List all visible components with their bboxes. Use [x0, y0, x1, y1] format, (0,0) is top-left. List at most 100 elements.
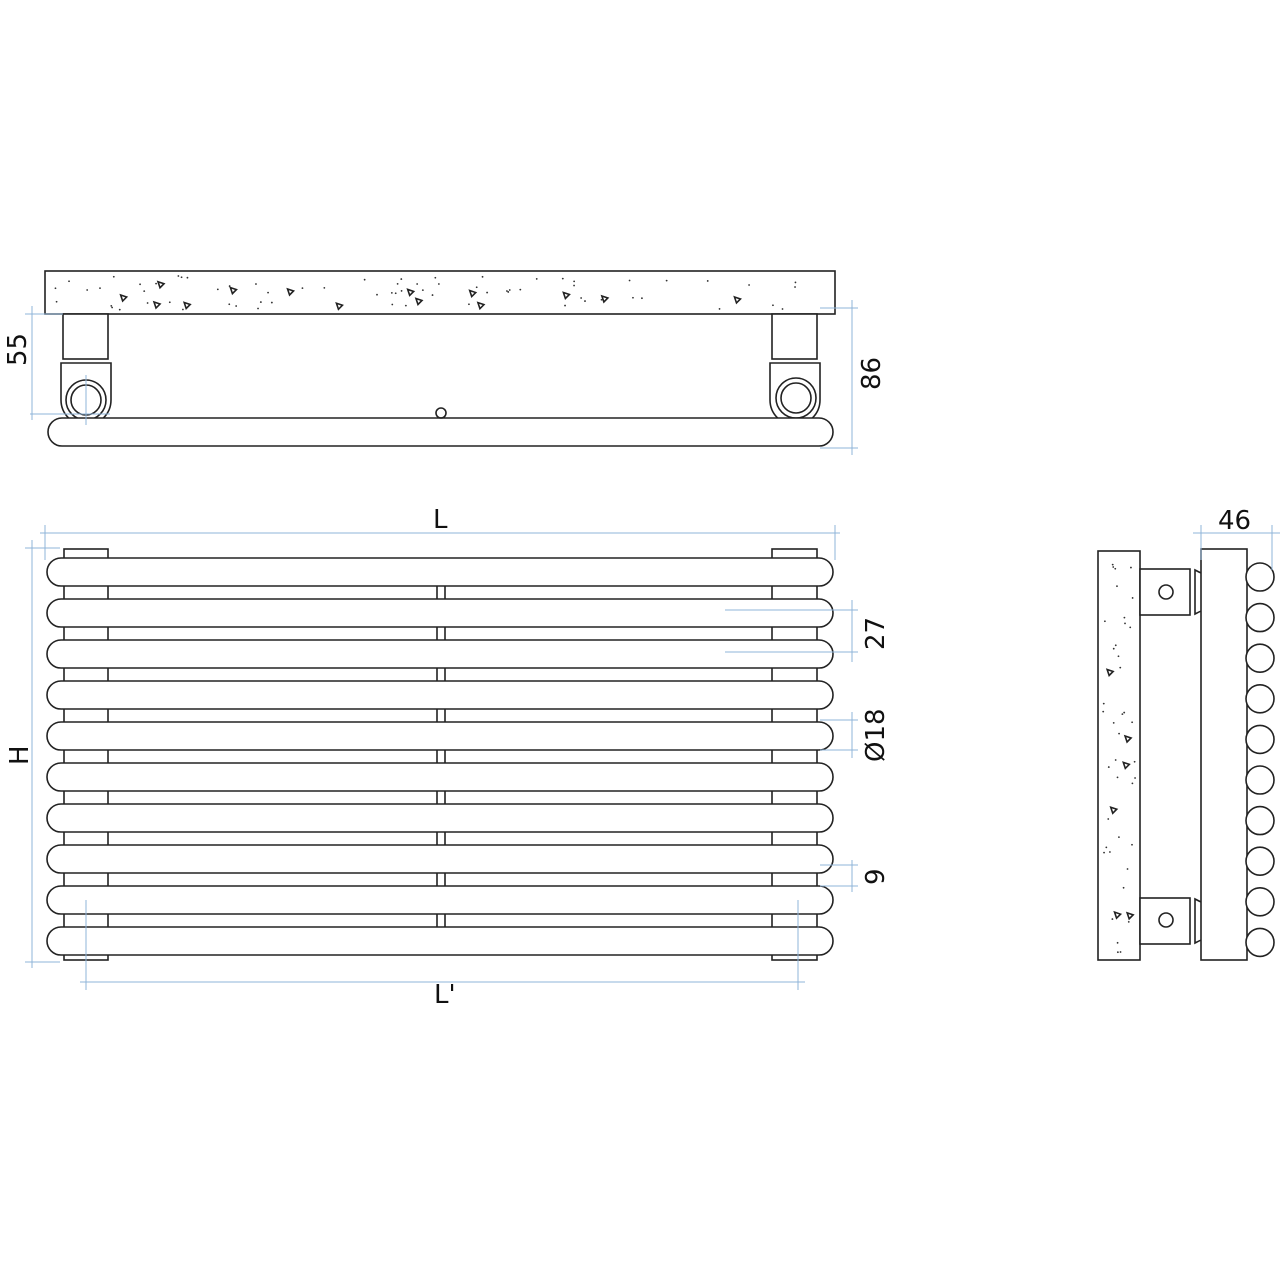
tube-section [1245, 683, 1275, 714]
speckle [1114, 644, 1117, 647]
speckle [628, 279, 631, 282]
aggregate [119, 293, 129, 303]
aggregate [1122, 761, 1131, 770]
aggregate [335, 301, 344, 311]
speckle [431, 294, 434, 296]
speckle [1118, 836, 1120, 839]
speckle [573, 280, 576, 283]
speckle [143, 290, 146, 293]
speckle [1118, 732, 1120, 735]
speckle [718, 308, 721, 310]
tube [46, 721, 834, 751]
speckle [1133, 760, 1136, 763]
speckle [235, 305, 238, 307]
speckle [505, 290, 508, 292]
dim-9: 9 [861, 868, 891, 885]
dim-L: L [433, 505, 448, 535]
speckle [259, 301, 262, 303]
dim-46: 46 [1218, 506, 1251, 536]
speckle [267, 291, 269, 294]
speckle [1112, 647, 1115, 650]
speckle [301, 287, 304, 290]
aggregate [468, 289, 478, 299]
tube-section [1245, 724, 1275, 755]
speckle [400, 290, 403, 292]
speckle [1129, 626, 1132, 629]
tube [46, 639, 834, 669]
tube-section [1245, 927, 1275, 958]
tube-section [1245, 643, 1275, 674]
tube-section [1245, 805, 1275, 836]
speckle [1126, 868, 1129, 870]
speckle [1117, 655, 1120, 658]
wall-texture [54, 275, 797, 311]
speckle [1131, 721, 1134, 724]
speckle [118, 308, 121, 311]
speckle [1111, 563, 1114, 566]
speckle [1121, 713, 1124, 716]
wall-slab-side [1097, 550, 1141, 961]
speckle [519, 288, 522, 291]
wall-texture-side [1102, 563, 1136, 954]
speckle [1116, 585, 1118, 588]
speckle [475, 286, 478, 289]
speckle [1127, 921, 1130, 923]
speckle [632, 296, 634, 299]
speckle [564, 304, 566, 307]
speckle [1107, 818, 1110, 820]
speckle [468, 303, 470, 306]
speckle [748, 284, 750, 286]
bracket-left [62, 313, 109, 360]
tube [46, 803, 834, 833]
speckle [394, 292, 397, 295]
tube [46, 598, 834, 628]
speckle [99, 287, 101, 289]
speckle [535, 278, 538, 280]
speckle [68, 280, 70, 283]
dim-27: 27 [861, 617, 891, 650]
speckle [186, 276, 189, 279]
speckle [1124, 622, 1126, 625]
dim-diameter-18: Ø18 [861, 708, 891, 762]
speckle [363, 278, 366, 281]
tube-section [1245, 602, 1275, 633]
speckle [155, 282, 157, 285]
aggregate [600, 294, 610, 304]
speckle [1107, 766, 1110, 768]
speckle [561, 277, 564, 280]
aggregate [1113, 910, 1123, 920]
aggregate [156, 280, 166, 290]
speckle [794, 286, 796, 288]
speckle [55, 300, 58, 303]
speckle [1130, 566, 1132, 569]
speckle [146, 302, 149, 304]
speckle [112, 275, 115, 278]
tubes [46, 557, 834, 956]
aggregate [1125, 911, 1135, 921]
speckle [1112, 566, 1115, 568]
speckle [781, 308, 784, 310]
tube-section [1245, 765, 1275, 795]
aggregate [562, 291, 571, 300]
aggregate [1123, 734, 1133, 744]
speckle [270, 301, 273, 304]
speckle [1103, 851, 1105, 854]
speckle [400, 278, 403, 280]
tube-section [1245, 886, 1275, 917]
aggregate [414, 297, 424, 306]
speckle [1116, 776, 1119, 779]
dim-L-prime: L' [434, 980, 456, 1010]
speckle [1123, 711, 1126, 714]
collector-side [1200, 548, 1248, 961]
speckle [641, 297, 643, 300]
tube [46, 844, 834, 874]
speckle [404, 304, 407, 307]
speckle [665, 279, 668, 282]
speckle [180, 276, 183, 279]
speckle [600, 298, 603, 301]
speckle [1105, 846, 1108, 849]
speckle [168, 301, 171, 304]
aggregate [182, 301, 192, 310]
speckle [706, 280, 709, 282]
